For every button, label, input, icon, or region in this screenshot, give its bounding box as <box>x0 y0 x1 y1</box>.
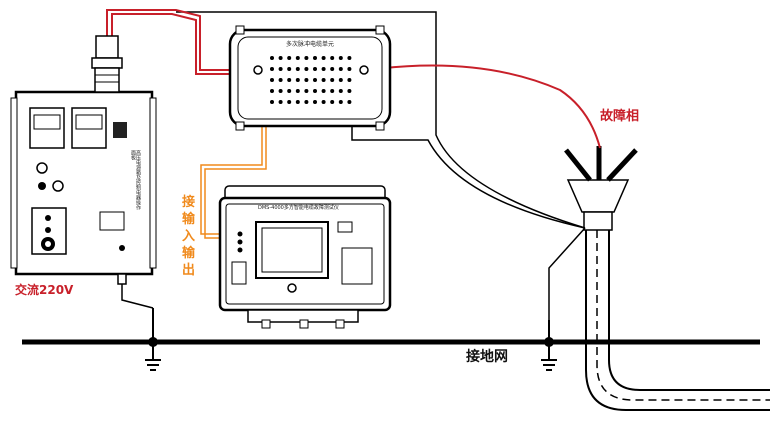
vent-hole <box>270 56 274 60</box>
vent-hole <box>347 78 352 82</box>
vent-hole <box>278 100 283 104</box>
vent-hole <box>330 89 335 93</box>
vent-hole <box>313 56 317 60</box>
vent-hole <box>347 89 352 93</box>
vent-hole <box>321 89 326 93</box>
vent-hole <box>330 56 335 60</box>
vent-hole <box>321 100 326 104</box>
vent-hole <box>321 78 326 82</box>
ac-supply-label: 交流220V <box>15 283 74 297</box>
hv-box-ground-wire <box>121 282 154 309</box>
fault-tester <box>218 185 392 329</box>
vent-hole <box>304 67 309 71</box>
vent-hole <box>270 78 274 82</box>
vent-hole <box>295 78 300 82</box>
vent-hole <box>287 56 292 60</box>
vent-hole <box>278 67 283 71</box>
vent-hole <box>270 100 274 104</box>
orange-signal-lead <box>200 124 267 239</box>
connect-io-char-1: 接 <box>182 195 196 210</box>
fault-phase-label: 故障相 <box>600 109 640 124</box>
vent-hole <box>287 78 292 82</box>
vent-hole <box>295 100 300 104</box>
vent-hole <box>347 56 352 60</box>
vent-hole <box>330 78 335 82</box>
pulse-unit-vent-holes <box>270 56 352 104</box>
vent-hole <box>270 89 274 93</box>
cable-terminal <box>564 146 638 231</box>
vent-hole <box>330 67 335 71</box>
vent-hole <box>295 67 300 71</box>
vent-hole <box>338 89 343 93</box>
connect-io-char-3: 入 <box>182 229 196 244</box>
vent-hole <box>287 100 292 104</box>
vent-hole <box>338 56 343 60</box>
vent-hole <box>313 100 317 104</box>
vent-hole <box>270 67 274 71</box>
connect-io-char-4: 输 <box>182 246 196 261</box>
vent-hole <box>330 100 335 104</box>
vent-hole <box>278 56 283 60</box>
vent-hole <box>304 100 309 104</box>
vent-hole <box>321 67 326 71</box>
vent-hole <box>313 67 317 71</box>
vent-hole <box>313 78 317 82</box>
vent-hole <box>304 56 309 60</box>
connect-io-char-5: 出 <box>182 263 196 278</box>
hv-box-side-text: 高压电源箱及控制电器操作面板 <box>130 150 141 210</box>
ground-grid-label: 接地网 <box>466 349 508 365</box>
vent-hole <box>278 89 283 93</box>
red-hv-lead <box>106 9 601 149</box>
black-lead-wires <box>176 11 586 320</box>
tester-title: DMS-4000多方智能电缆故障测试仪 <box>258 205 339 211</box>
vent-hole <box>338 67 343 71</box>
hv-power-box <box>10 35 157 285</box>
vent-hole <box>347 67 352 71</box>
vent-hole <box>295 56 300 60</box>
vent-hole <box>278 78 283 82</box>
vent-hole <box>304 78 309 82</box>
vent-hole <box>338 78 343 82</box>
vent-hole <box>338 100 343 104</box>
vent-hole <box>304 89 309 93</box>
connect-io-char-2: 输 <box>182 212 196 227</box>
pulse-unit-title: 多次脉冲电缆单元 <box>286 41 335 48</box>
cable-conduit <box>585 230 770 411</box>
vent-hole <box>321 56 326 60</box>
vent-hole <box>287 67 292 71</box>
vent-hole <box>287 89 292 93</box>
vent-hole <box>313 89 317 93</box>
vent-hole <box>347 100 352 104</box>
vent-hole <box>295 89 300 93</box>
ground-symbol-right <box>541 320 557 371</box>
ground-symbol-left <box>145 308 161 371</box>
